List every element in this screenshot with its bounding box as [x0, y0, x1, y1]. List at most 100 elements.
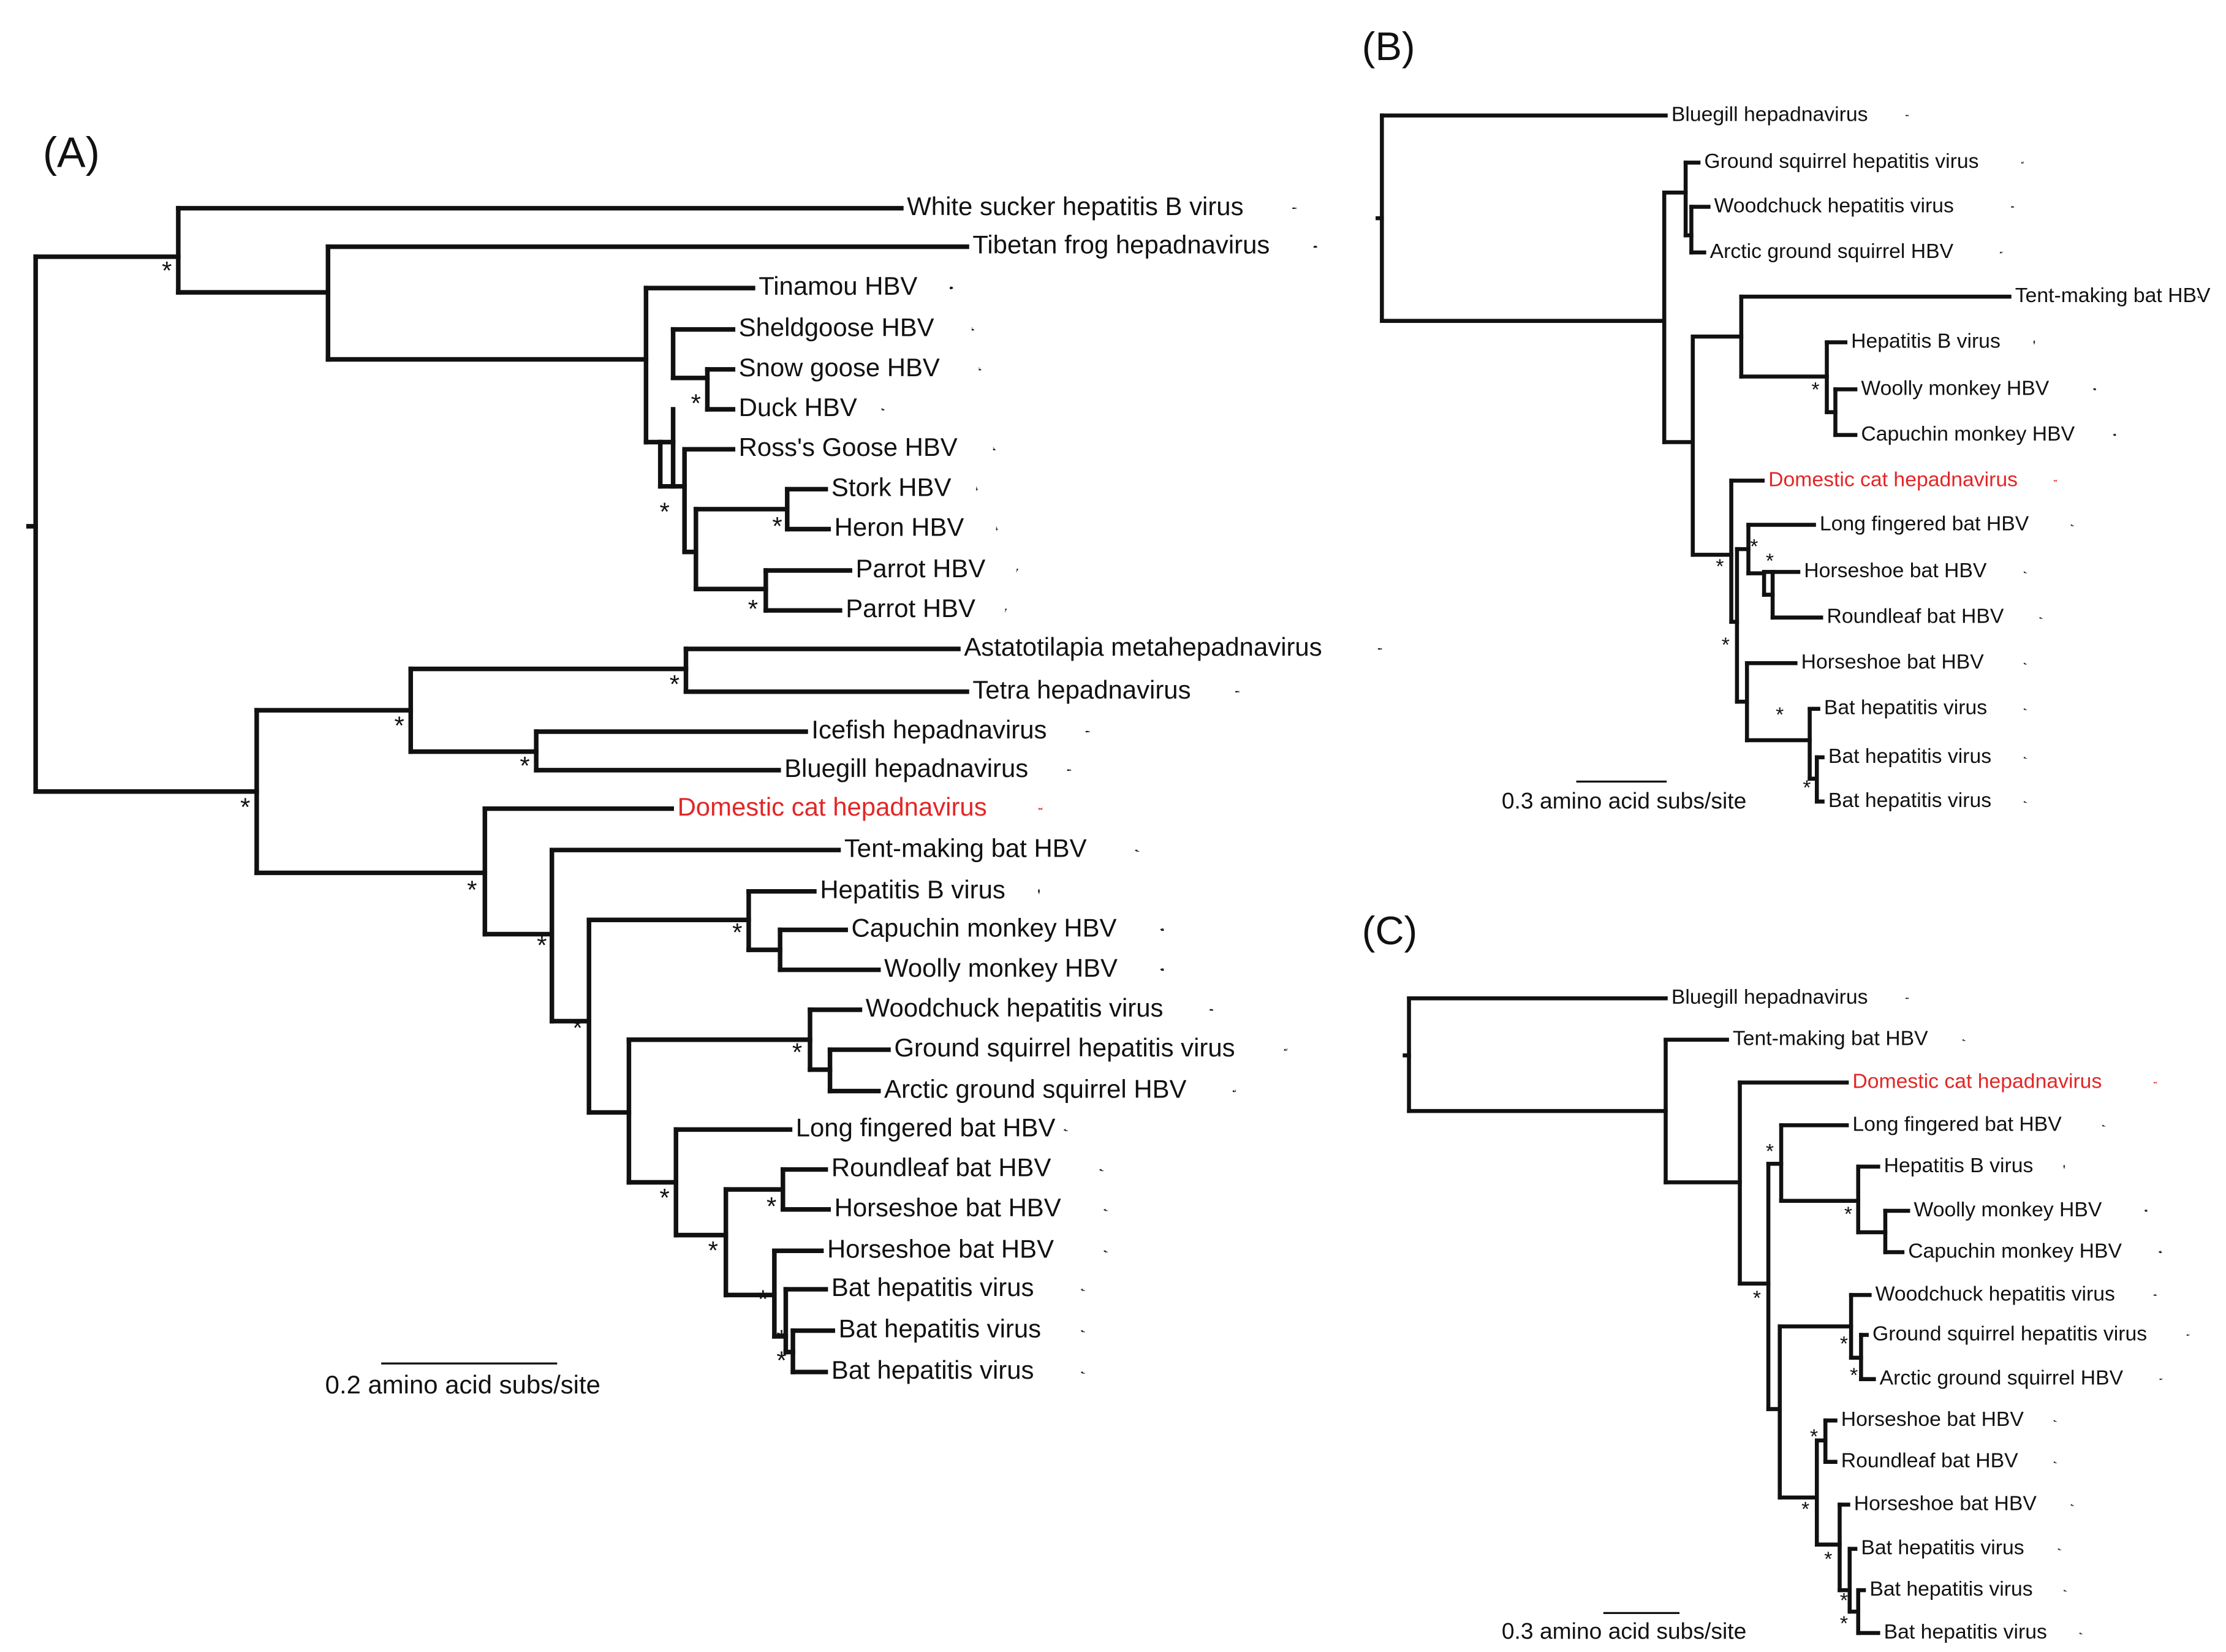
- cat-icon: [2153, 1081, 2157, 1084]
- monkey-icon: [2144, 1209, 2148, 1212]
- tip-label: Hepatitis B virus: [820, 875, 1005, 904]
- bat-icon: [1099, 1169, 1104, 1172]
- bat-icon: [1104, 1208, 1108, 1211]
- support-marker: *: [467, 875, 477, 904]
- support-marker: *: [758, 1284, 768, 1313]
- panel-label: (A): [43, 128, 100, 176]
- tip-label: Woodchuck hepatitis virus: [866, 993, 1164, 1022]
- tip-label: Woolly monkey HBV: [1914, 1198, 2102, 1221]
- tip-label: Arctic ground squirrel HBV: [1880, 1366, 2124, 1390]
- fish-icon: [1066, 769, 1072, 771]
- tip-label: Woodchuck hepatitis virus: [1714, 194, 1954, 217]
- support-marker: *: [732, 918, 742, 947]
- human-icon: [2063, 1164, 2065, 1169]
- goose-icon: [993, 447, 996, 450]
- tip-label: Domestic cat hepadnavirus: [678, 792, 987, 821]
- tip-label: Arctic ground squirrel HBV: [1710, 240, 1954, 263]
- tip-label: Tent-making bat HBV: [844, 833, 1087, 862]
- support-marker: *: [659, 498, 669, 526]
- tip-label: Heron HBV: [835, 513, 964, 542]
- cat-icon: [2053, 479, 2058, 482]
- tip-label: Bluegill hepadnavirus: [1671, 985, 1868, 1009]
- bat-icon: [2023, 571, 2027, 574]
- support-marker: *: [708, 1236, 718, 1265]
- support-marker: *: [1722, 634, 1730, 657]
- scale-bar-label: 0.3 amino acid subs/site: [1502, 788, 1746, 814]
- support-marker: *: [1750, 535, 1758, 558]
- bat-icon: [1962, 1039, 1966, 1042]
- tip-label: Long fingered bat HBV: [1852, 1112, 2062, 1135]
- bat-icon: [1081, 1288, 1086, 1291]
- tip-label: Duck HBV: [739, 393, 857, 422]
- tip-label: Bat hepatitis virus: [1828, 745, 1991, 768]
- monkey-icon: [1160, 968, 1164, 971]
- bat-icon: [2023, 756, 2027, 759]
- bat-icon: [2102, 1124, 2106, 1127]
- tip-label: Hepatitis B virus: [1851, 330, 2001, 353]
- tip-label: Snow goose HBV: [739, 353, 940, 382]
- monkey-icon: [2093, 388, 2097, 390]
- scale-bar-label: 0.2 amino acid subs/site: [325, 1370, 600, 1399]
- bat-icon: [2023, 801, 2027, 803]
- support-marker: *: [792, 1038, 802, 1067]
- support-marker: *: [162, 256, 172, 285]
- bat-icon: [2070, 524, 2075, 526]
- fish-icon: [1377, 648, 1382, 650]
- tree-panel-a: (A)********************White sucker hepa…: [26, 128, 1382, 1399]
- rodent-icon: [1209, 1009, 1214, 1011]
- support-marker: *: [1753, 1287, 1761, 1310]
- tip-label: Long fingered bat HBV: [1820, 512, 2029, 535]
- bat-icon: [1081, 1330, 1086, 1333]
- bat-icon: [1104, 1250, 1108, 1252]
- support-marker: *: [240, 792, 250, 821]
- support-marker: *: [670, 670, 680, 699]
- bat-icon: [2053, 1420, 2058, 1422]
- stork-icon: [975, 487, 979, 491]
- support-marker: *: [1801, 1498, 1809, 1521]
- squirrel-icon: [2021, 161, 2024, 164]
- tip-label: Ground squirrel hepatitis virus: [894, 1033, 1235, 1062]
- support-marker: *: [691, 389, 701, 418]
- tip-label: Roundleaf bat HBV: [1841, 1449, 2018, 1472]
- tip-label: Stork HBV: [831, 472, 952, 501]
- tip-label: Tent-making bat HBV: [2015, 284, 2211, 307]
- support-marker: *: [1850, 1363, 1858, 1387]
- tip-label: Tibetan frog hepadnavirus: [972, 230, 1270, 259]
- frog-icon: [1313, 246, 1317, 248]
- bird-icon: [950, 286, 953, 289]
- human-icon: [1038, 889, 1040, 894]
- tip-label: Capuchin monkey HBV: [1861, 422, 2075, 445]
- support-marker: *: [748, 594, 758, 623]
- tip-label: Roundleaf bat HBV: [1827, 605, 2004, 628]
- bat-icon: [2058, 1548, 2062, 1550]
- tip-label: Bluegill hepadnavirus: [784, 754, 1028, 782]
- rodent-icon: [2153, 1294, 2157, 1296]
- support-marker: *: [537, 931, 547, 960]
- support-marker: *: [1766, 1140, 1774, 1163]
- fish-icon: [1235, 691, 1240, 693]
- tree-panel-c: (C)**********Bluegill hepadnavirusTent-m…: [1362, 908, 2190, 1643]
- tip-label: Long fingered bat HBV: [796, 1113, 1056, 1142]
- support-marker: *: [659, 1183, 669, 1212]
- tip-label: Bat hepatitis virus: [831, 1355, 1034, 1384]
- rodent-icon: [2010, 206, 2015, 208]
- support-marker: *: [1840, 1612, 1848, 1635]
- squirrel-icon: [1284, 1048, 1287, 1051]
- tip-label: Horseshoe bat HBV: [827, 1234, 1054, 1263]
- bat-icon: [2070, 1504, 2075, 1506]
- scale-bar-label: 0.3 amino acid subs/site: [1502, 1618, 1746, 1643]
- fish-icon: [1905, 997, 1909, 999]
- tip-label: Tent-making bat HBV: [1733, 1027, 1928, 1050]
- fish-icon: [1905, 115, 1909, 116]
- tip-label: Ground squirrel hepatitis virus: [1704, 150, 1978, 173]
- tip-label: Bat hepatitis virus: [839, 1314, 1042, 1343]
- bat-icon: [1081, 1371, 1086, 1374]
- tip-label: Sheldgoose HBV: [739, 313, 934, 342]
- tip-label: Bat hepatitis virus: [1824, 696, 1987, 719]
- support-marker: *: [395, 711, 404, 740]
- tip-label: Tinamou HBV: [759, 271, 917, 300]
- tip-label: Tetra hepadnavirus: [972, 675, 1191, 704]
- bat-icon: [1135, 849, 1140, 852]
- tip-label: Capuchin monkey HBV: [1908, 1239, 2122, 1262]
